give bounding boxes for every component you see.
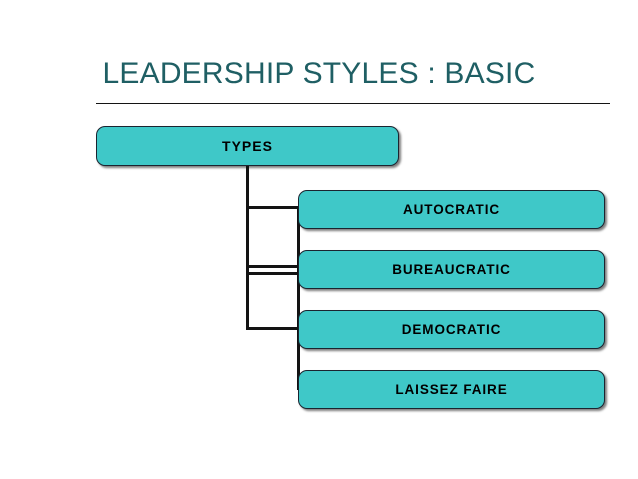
node-laissez-faire[interactable]: LAISSEZ FAIRE <box>298 370 605 409</box>
node-democratic[interactable]: DEMOCRATIC <box>298 310 605 349</box>
connector-branch-autocratic <box>246 206 300 209</box>
node-types[interactable]: TYPES <box>96 126 399 166</box>
connector-trunk-vertical <box>246 166 249 330</box>
connector-branch-bureaucratic <box>246 265 300 268</box>
node-autocratic[interactable]: AUTOCRATIC <box>298 190 605 229</box>
node-bureaucratic[interactable]: BUREAUCRATIC <box>298 250 605 289</box>
connector-branch-bureaucratic-secondary <box>246 272 300 275</box>
page-title: LEADERSHIP STYLES : BASIC <box>102 57 536 90</box>
connector-branch-democratic <box>246 327 300 330</box>
title-divider <box>96 103 610 104</box>
connector-spine-vertical <box>297 206 300 390</box>
